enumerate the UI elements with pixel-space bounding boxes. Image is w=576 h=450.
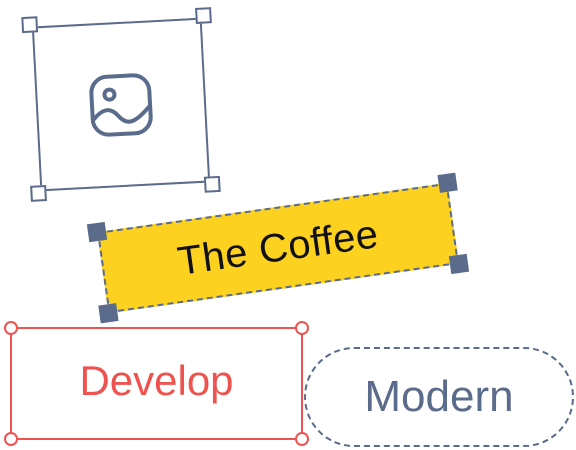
resize-handle-bottom-right[interactable] [295, 432, 309, 446]
modern-pill[interactable]: Modern [304, 347, 574, 447]
resize-handle-top-right[interactable] [295, 321, 309, 335]
modern-pill-text: Modern [364, 372, 514, 421]
resize-handle-bottom-right[interactable] [448, 253, 470, 275]
image-icon [89, 72, 153, 137]
develop-box[interactable]: Develop [4, 321, 309, 446]
image-frame[interactable] [21, 7, 221, 202]
resize-handle-bottom-left[interactable] [98, 303, 119, 324]
develop-box-text: Develop [79, 356, 234, 404]
resize-handle-top-right[interactable] [437, 172, 458, 193]
resize-handle-bottom-left[interactable] [4, 432, 18, 446]
coffee-label[interactable]: The Coffee [86, 172, 470, 324]
resize-handle-bottom-left[interactable] [30, 185, 47, 202]
resize-handle-top-left[interactable] [4, 321, 18, 335]
resize-handle-top-left[interactable] [86, 221, 108, 243]
resize-handle-top-left[interactable] [21, 16, 39, 34]
resize-handle-top-right[interactable] [195, 7, 212, 24]
coffee-label-text: The Coffee [174, 211, 382, 284]
resize-handle-bottom-right[interactable] [203, 175, 221, 193]
